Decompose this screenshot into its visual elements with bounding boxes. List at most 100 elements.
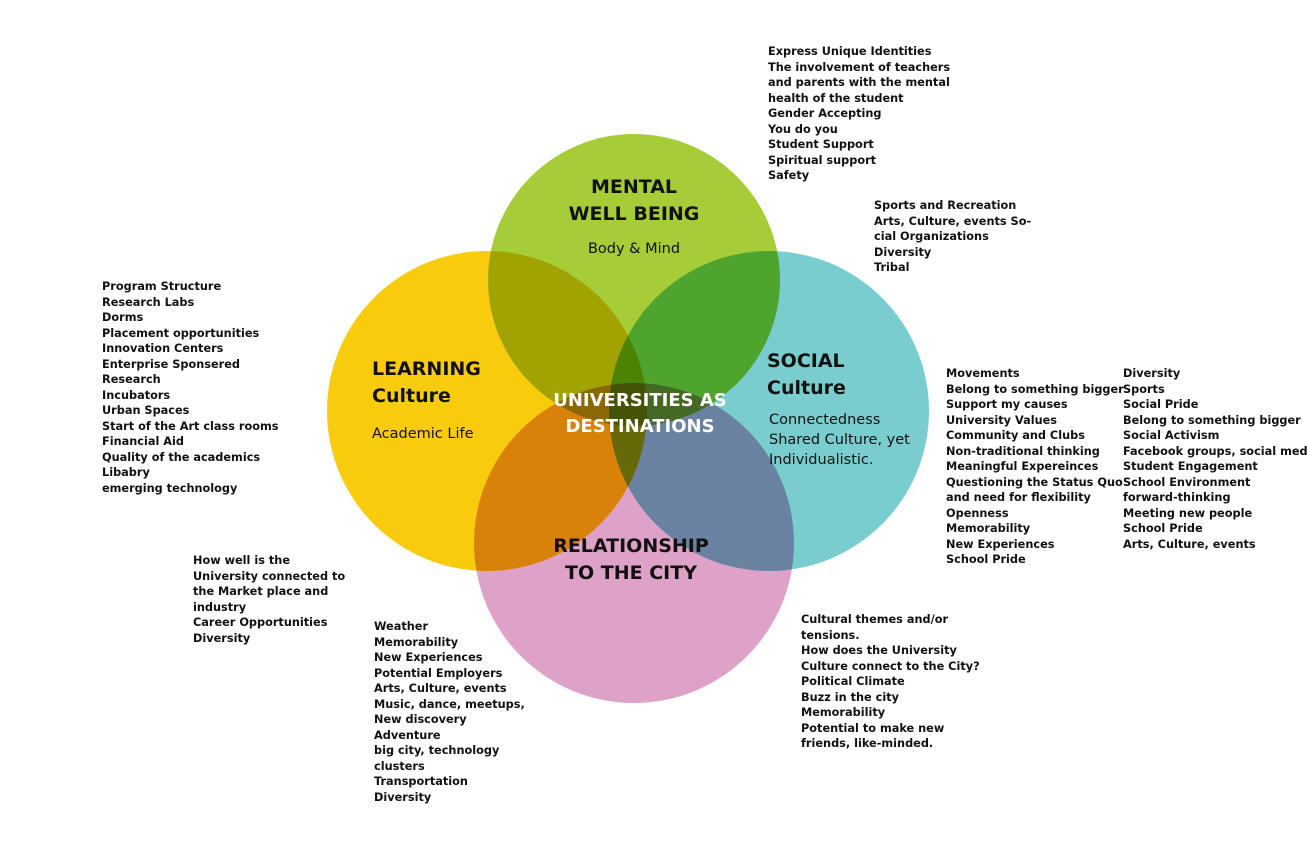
note-item: University Values	[946, 413, 1058, 427]
learning-culture-title-line: LEARNING	[372, 358, 481, 380]
note-item: Buzz in the city	[801, 690, 899, 704]
note-item: Career Opportunities	[193, 616, 328, 629]
social-culture-subtitle-line: Shared Culture, yet	[769, 432, 910, 448]
note-item: You do you	[768, 122, 838, 136]
note-item: Student Engagement	[1123, 460, 1258, 473]
note-item: Tribal	[874, 261, 910, 274]
note-item: clusters	[374, 759, 425, 773]
note-item: Political Climate	[801, 675, 905, 688]
note-item: the Market place and	[193, 585, 329, 598]
note-item: Community and Clubs	[946, 429, 1085, 442]
center-title-line: UNIVERSITIES AS	[553, 390, 727, 411]
note-item: Quality of the academics	[102, 450, 261, 464]
note-item: School Environment	[1123, 475, 1251, 489]
note-item: Sports and Recreation	[874, 199, 1017, 212]
note-item: forward-thinking	[1123, 491, 1231, 504]
note-item: How does the University	[801, 644, 957, 657]
social-culture-title-line: SOCIAL	[767, 350, 845, 372]
social-culture-title-line: Culture	[767, 377, 846, 399]
note-item: Diversity	[874, 245, 932, 259]
note-item: Express Unique Identities	[768, 45, 932, 58]
note-item: Transportation	[374, 775, 468, 788]
note-item: Potential to make new	[801, 721, 945, 735]
note-item: Cultural themes and/or	[801, 613, 949, 626]
learning-culture-subtitle-line: Academic Life	[372, 426, 474, 442]
note-item: University connected to	[193, 569, 346, 583]
learning-culture-title-line: Culture	[372, 385, 451, 407]
center-title-line: DESTINATIONS	[565, 416, 715, 437]
note-item: Music, dance, meetups,	[374, 697, 525, 711]
note-item: and need for flexibility	[946, 491, 1091, 504]
note-item: Placement opportunities	[102, 326, 260, 340]
relationship-to-city-title-line: RELATIONSHIP	[553, 535, 709, 557]
note-item: School Pride	[946, 553, 1026, 566]
note-item: emerging technology	[102, 481, 238, 495]
learning-culture-subtitle: Academic Life	[372, 424, 572, 444]
city-right-notes: Cultural themes and/or tensions. How does …	[801, 612, 980, 752]
note-item: New discovery	[374, 713, 467, 726]
note-item: Dorms	[102, 311, 144, 324]
mental-well-being-title-line: MENTAL	[590, 176, 678, 198]
note-item: health of the student	[768, 91, 904, 105]
note-item: Questioning the Status Quo	[946, 475, 1123, 489]
note-item: Adventure	[374, 728, 441, 742]
note-item: Potential Employers	[374, 666, 503, 680]
note-item: Financial Aid	[102, 435, 184, 448]
mental-well-being-title: MENTAL WELL BEING	[534, 174, 734, 228]
note-item: Arts, Culture, events	[374, 682, 507, 695]
note-item: Meeting new people	[1123, 506, 1253, 520]
note-item: Facebook groups, social media	[1123, 444, 1308, 458]
note-item: Openness	[946, 506, 1009, 520]
note-item: Sports	[1123, 382, 1165, 396]
note-item: Research Labs	[102, 295, 195, 309]
relationship-to-city-title-line: TO THE CITY	[565, 562, 697, 584]
note-item: Arts, Culture, events	[1123, 537, 1256, 551]
note-item: The involvement of teachers	[768, 60, 951, 74]
note-item: Belong to something bigger	[946, 382, 1124, 396]
mental-well-being-subtitle-line: Body & Mind	[587, 241, 681, 257]
note-item: Enterprise Sponsered	[102, 357, 240, 371]
note-item: Memorability	[946, 522, 1031, 535]
note-item: cial Organizations	[874, 230, 989, 243]
note-item: Student Support	[768, 138, 874, 151]
note-item: Memorability	[801, 706, 886, 719]
relationship-to-city-circle	[474, 383, 794, 703]
center-title: UNIVERSITIES AS DESTINATIONS	[530, 388, 750, 440]
note-item: big city, technology	[374, 744, 500, 757]
note-item: Memorability	[374, 635, 459, 649]
note-item: Diversity	[1123, 367, 1181, 380]
note-item: Libabry	[102, 466, 150, 479]
note-item: friends, like-minded.	[801, 737, 934, 750]
note-item: Program Structure	[102, 280, 222, 293]
relationship-to-city-title: RELATIONSHIP TO THE CITY	[531, 533, 731, 587]
note-item: industry	[193, 600, 247, 614]
note-item: Belong to something bigger	[1123, 413, 1301, 427]
note-item: and parents with the mental	[768, 76, 950, 89]
note-item: Incubators	[102, 388, 171, 402]
mental-well-being-title-line: WELL BEING	[568, 203, 700, 225]
learning-culture-title: LEARNING Culture	[372, 356, 572, 410]
note-item: Safety	[768, 169, 810, 182]
note-item: Meaningful Expereinces	[946, 460, 1099, 473]
note-item: School Pride	[1123, 522, 1203, 535]
note-item: Movements	[946, 367, 1020, 380]
social-culture-subtitle-line: Individualistic.	[769, 452, 874, 468]
note-item: Diversity	[193, 631, 251, 645]
note-item: Urban Spaces	[102, 404, 190, 417]
note-item: Culture connect to the City?	[801, 659, 980, 673]
note-item: Non-traditional thinking	[946, 444, 1100, 458]
social-culture-subtitle-line: Connectedness	[769, 412, 881, 428]
note-item: Spiritual support	[768, 153, 877, 167]
note-item: Research	[102, 373, 161, 386]
note-item: tensions.	[801, 628, 860, 642]
note-item: Arts, Culture, events So-	[874, 214, 1032, 228]
note-item: Support my causes	[946, 398, 1068, 411]
